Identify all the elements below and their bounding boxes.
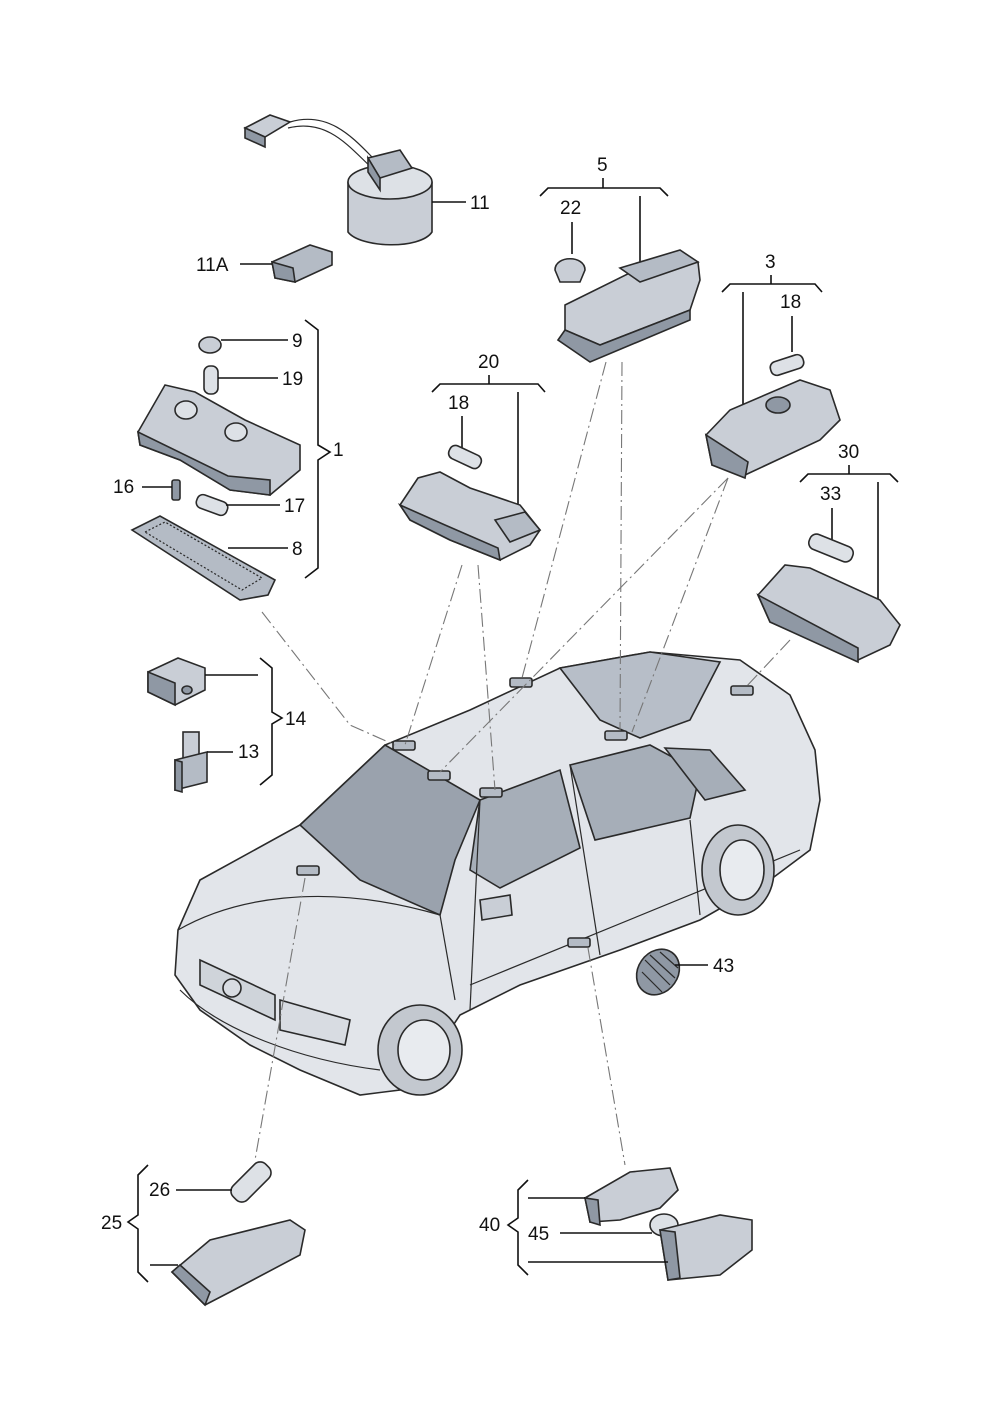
label-25: 25	[101, 1213, 122, 1234]
part-17-bulb	[195, 493, 229, 517]
part-1-lamp-housing	[136, 384, 301, 496]
part-5-lamp	[556, 249, 701, 363]
label-22: 22	[560, 198, 581, 219]
part-19-bulb	[203, 365, 219, 395]
label-20: 20	[478, 352, 499, 373]
part-20-lamp	[397, 471, 542, 562]
label-3: 3	[765, 252, 776, 273]
part-11a-cover	[270, 244, 333, 284]
label-9: 9	[292, 331, 303, 352]
part-18-bulb-b	[769, 353, 805, 377]
part-22-clip	[554, 257, 586, 283]
label-30: 30	[838, 442, 859, 463]
part-18-bulb-a	[447, 444, 483, 470]
label-26: 26	[149, 1180, 170, 1201]
label-17: 17	[284, 496, 305, 517]
part-40-cover	[659, 1214, 753, 1281]
label-11a: 11A	[196, 255, 229, 276]
label-18-a: 18	[448, 393, 469, 414]
label-5: 5	[597, 155, 608, 176]
label-45: 45	[528, 1224, 549, 1245]
part-43-grille	[635, 948, 681, 996]
label-18-b: 18	[780, 292, 801, 313]
label-13: 13	[238, 742, 259, 763]
part-25-lamp	[170, 1219, 306, 1307]
label-33: 33	[820, 484, 841, 505]
part-11-switch	[243, 114, 433, 246]
label-14: 14	[285, 709, 307, 730]
part-14-switch-block	[147, 657, 206, 707]
label-40: 40	[479, 1215, 500, 1236]
assembly-lines	[254, 361, 791, 1166]
part-13-connector	[174, 731, 208, 794]
part-26-bulb	[230, 1161, 272, 1203]
part-16-screw	[171, 479, 181, 501]
label-1: 1	[333, 440, 344, 461]
part-40-lamp	[583, 1167, 679, 1227]
label-43: 43	[713, 956, 734, 977]
label-8: 8	[292, 539, 303, 560]
part-9-clip	[198, 336, 222, 354]
car-illustration	[174, 651, 821, 1096]
label-16: 16	[113, 477, 134, 498]
label-11: 11	[470, 193, 490, 214]
part-30-lamp	[756, 564, 901, 664]
label-19: 19	[282, 369, 303, 390]
part-3-lamp	[704, 379, 841, 480]
part-8-lens	[130, 515, 277, 601]
part-33-bulb	[807, 533, 855, 563]
